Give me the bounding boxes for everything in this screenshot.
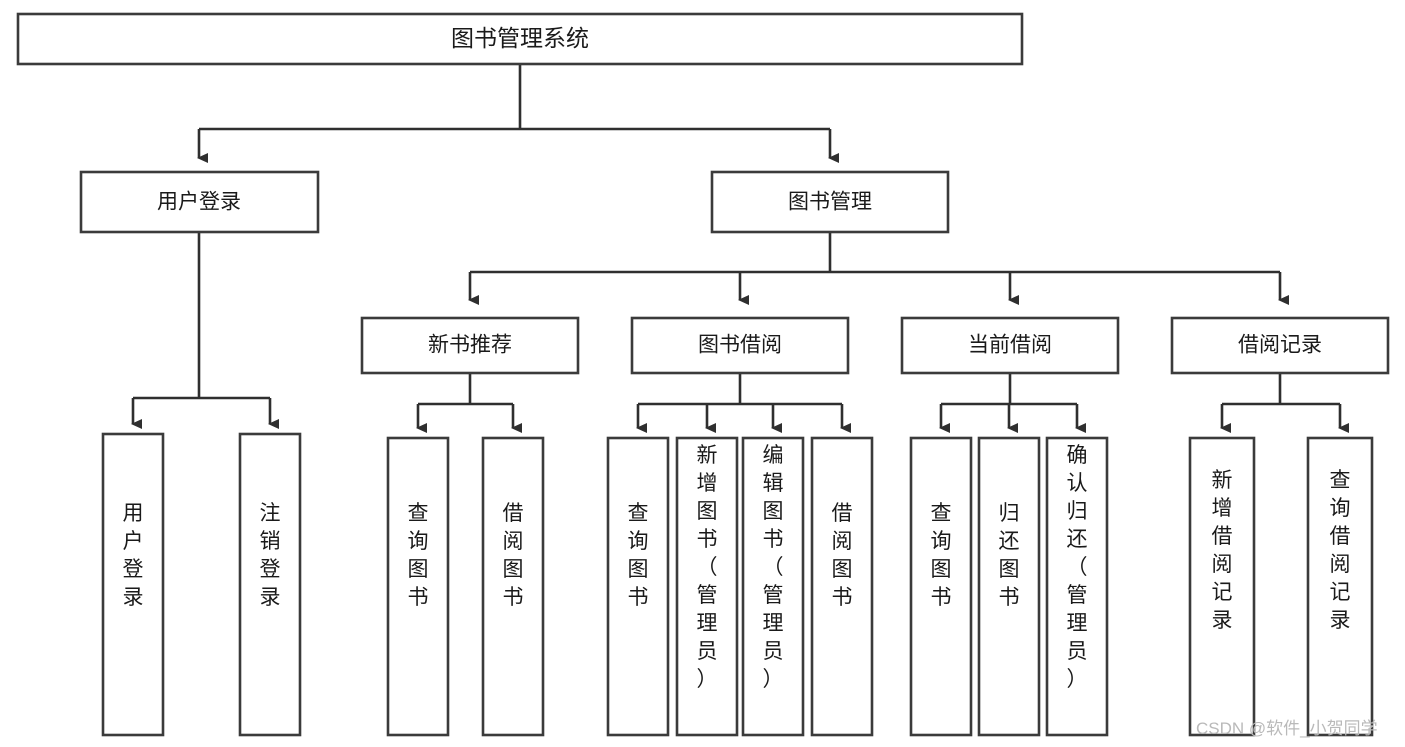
node-book-manage-label: 图书管理 [788,191,872,214]
leaf-query-book-2[interactable]: 查询图书 [606,436,670,737]
leaf-add-book-box[interactable] [675,436,739,737]
leaf-confirm-return-label: 确认归还（管理员） [1067,444,1088,691]
node-new-book-recommend-label: 新书推荐 [428,334,512,357]
node-book-borrow-box[interactable] [630,316,850,375]
leaf-user-logout-box[interactable] [238,432,302,737]
leaf-add-book-label: 新增图书（管理员） [697,444,718,691]
node-current-borrow-box[interactable] [900,316,1120,375]
node-root[interactable]: 图书管理系统 [16,12,1024,66]
leaf-query-book-2-label: 查询图书 [628,502,649,609]
leaf-add-record[interactable]: 新增借阅记录 [1188,436,1256,737]
leaf-query-book-3[interactable]: 查询图书 [909,436,973,737]
leaf-user-logout-label: 注销登录 [260,502,281,609]
leaf-query-record-box[interactable] [1306,436,1374,737]
leaf-query-record-label: 查询借阅记录 [1330,469,1351,632]
node-borrow-record[interactable]: 借阅记录 [1170,316,1390,375]
leaf-confirm-return-box[interactable] [1045,436,1109,737]
leaf-confirm-return[interactable]: 确认归还（管理员） [1045,436,1109,737]
node-root-label: 图书管理系统 [451,25,589,51]
node-book-borrow-label: 图书借阅 [698,334,782,357]
node-new-book-recommend-box[interactable] [360,316,580,375]
leaf-edit-book[interactable]: 编辑图书（管理员） [741,436,805,737]
leaf-user-login[interactable]: 用户登录 [101,432,165,737]
node-new-book-recommend[interactable]: 新书推荐 [360,316,580,375]
leaf-borrow-book-1[interactable]: 借阅图书 [481,436,545,737]
leaf-borrow-book-2-label: 借阅图书 [832,502,853,609]
node-borrow-record-box[interactable] [1170,316,1390,375]
csdn-watermark: CSDN @软件_小贺同学 [1196,719,1378,738]
leaf-user-login-box[interactable] [101,432,165,737]
node-book-manage-box[interactable] [710,170,950,234]
node-root-box[interactable] [16,12,1024,66]
leaf-return-book[interactable]: 归还图书 [977,436,1041,737]
node-current-borrow[interactable]: 当前借阅 [900,316,1120,375]
node-borrow-record-label: 借阅记录 [1238,334,1322,357]
node-book-manage[interactable]: 图书管理 [710,170,950,234]
leaf-add-book[interactable]: 新增图书（管理员） [675,436,739,737]
leaf-user-login-label: 用户登录 [123,502,144,609]
node-user-login[interactable]: 用户登录 [79,170,320,234]
node-current-borrow-label: 当前借阅 [968,334,1052,357]
leaf-add-record-box[interactable] [1188,436,1256,737]
node-book-borrow[interactable]: 图书借阅 [630,316,850,375]
leaf-query-book-1-box[interactable] [386,436,450,737]
leaf-borrow-book-1-box[interactable] [481,436,545,737]
leaf-return-book-box[interactable] [977,436,1041,737]
leaf-query-book-3-label: 查询图书 [931,502,952,609]
leaf-user-logout[interactable]: 注销登录 [238,432,302,737]
leaf-add-record-label: 新增借阅记录 [1212,469,1233,632]
leaf-query-book-1[interactable]: 查询图书 [386,436,450,737]
leaf-query-record[interactable]: 查询借阅记录 [1306,436,1374,737]
node-user-login-label: 用户登录 [157,191,241,214]
connector-layer [131,64,1349,433]
leaf-query-book-3-box[interactable] [909,436,973,737]
leaf-return-book-label: 归还图书 [999,502,1020,609]
leaf-edit-book-box[interactable] [741,436,805,737]
leaf-borrow-book-2-box[interactable] [810,436,874,737]
node-user-login-box[interactable] [79,170,320,234]
leaf-query-book-2-box[interactable] [606,436,670,737]
leaf-edit-book-label: 编辑图书（管理员） [763,444,784,691]
leaf-borrow-book-2[interactable]: 借阅图书 [810,436,874,737]
leaf-query-book-1-label: 查询图书 [408,502,429,609]
leaf-borrow-book-1-label: 借阅图书 [503,502,524,609]
